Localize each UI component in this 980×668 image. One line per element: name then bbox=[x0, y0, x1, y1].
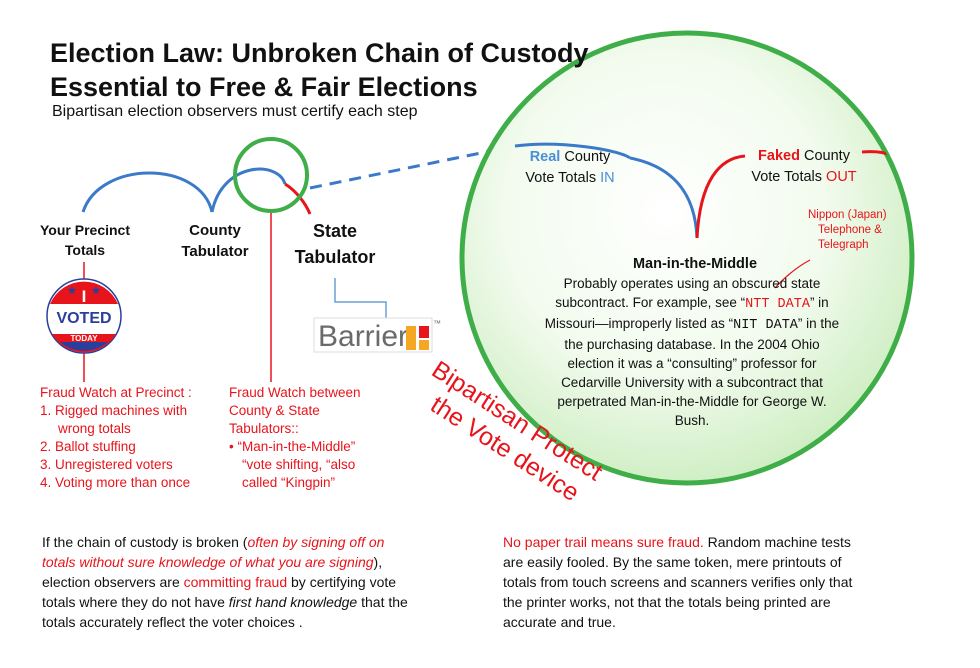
bl-red-italic: totals without sure knowledge of what yo… bbox=[42, 554, 374, 570]
mitm-para-line: Cedarville University with a subcontract… bbox=[561, 375, 823, 390]
br-text: the printer works, not that the totals b… bbox=[503, 594, 831, 610]
fraud-county-heading: Fraud Watch between bbox=[229, 385, 361, 400]
arc-precinct-to-county bbox=[81, 171, 214, 213]
fraud-precinct-item: 4. Voting more than once bbox=[40, 475, 191, 490]
mitm-text: Missouri—improperly listed as “ bbox=[544, 316, 734, 331]
barrier-logo: Barrier ™ bbox=[313, 317, 441, 353]
ntt-line: Telephone & bbox=[818, 224, 882, 236]
faked-out-word: OUT bbox=[826, 169, 857, 185]
state-to-barrier-connector bbox=[334, 278, 387, 318]
bl-red-text: committing fraud bbox=[183, 574, 288, 590]
real-county-word: County bbox=[560, 149, 611, 165]
real-vote-totals: Vote Totals bbox=[525, 170, 601, 186]
mitm-para-line: Probably operates using an obscured stat… bbox=[563, 276, 821, 291]
fraud-county-heading: Tabulators:: bbox=[229, 421, 299, 436]
faked-vote-arc bbox=[695, 154, 746, 239]
fraud-county-bullet: “vote shifting, “also bbox=[242, 457, 356, 472]
badge-bottom-text: TODAY bbox=[70, 334, 98, 343]
bl-text: election observers are bbox=[42, 574, 184, 590]
ntt-line: Telegraph bbox=[818, 239, 869, 251]
real-county-arc bbox=[514, 142, 631, 160]
mitm-para-line: subcontract. For example, see “NTT DATA”… bbox=[512, 293, 872, 314]
badge-main-text: VOTED bbox=[56, 310, 111, 327]
bl-text: totals where they do not have bbox=[42, 594, 229, 610]
fraud-county-bullet: called “Kingpin” bbox=[242, 475, 336, 490]
bl-text: that the bbox=[357, 594, 408, 610]
ntt-annotation: Nippon (Japan) Telephone & Telegraph bbox=[808, 208, 887, 253]
faked-vote-totals: Vote Totals bbox=[751, 169, 827, 185]
real-vote-arc-down bbox=[629, 156, 699, 239]
barrier-logo-text: Barrier bbox=[318, 320, 408, 353]
bl-red-italic: often by signing off on bbox=[247, 534, 385, 550]
barrier-tm: ™ bbox=[433, 319, 441, 328]
mitm-para-line: the purchasing database. In the 2004 Ohi… bbox=[564, 337, 820, 352]
mitm-title: Man-in-the-Middle bbox=[632, 256, 758, 272]
precinct-label-line1: Your Precinct bbox=[40, 222, 130, 238]
ntt-line: Nippon (Japan) bbox=[808, 209, 887, 221]
state-tabulator-label: State Tabulator bbox=[280, 218, 390, 270]
magnifier-dashed-line bbox=[309, 144, 516, 190]
page-subtitle: Bipartisan election observers must certi… bbox=[52, 103, 418, 120]
bottom-left-paragraph: If the chain of custody is broken (often… bbox=[42, 532, 492, 632]
mitm-para-line: perpetrated Man-in-the-Middle for George… bbox=[557, 394, 827, 409]
br-text: are easily fooled. By the same token, me… bbox=[503, 554, 842, 570]
title-line-2: Essential to Free & Fair Elections bbox=[50, 72, 478, 102]
page-title: Election Law: Unbroken Chain of Custody … bbox=[50, 36, 589, 104]
br-text: Random machine tests bbox=[703, 534, 851, 550]
ntt-data-text: NTT DATA bbox=[745, 297, 810, 312]
county-label-line1: County bbox=[189, 222, 241, 239]
fraud-county-bullet: • “Man-in-the-Middle” bbox=[229, 439, 356, 454]
ntt-pointer-line bbox=[774, 259, 811, 289]
arc-county-to-state-blue bbox=[210, 167, 287, 213]
i-voted-badge-icon: I VOTED TODAY bbox=[46, 278, 122, 354]
title-line-1: Election Law: Unbroken Chain of Custody bbox=[50, 38, 589, 68]
precinct-label: Your Precinct Totals bbox=[30, 220, 140, 260]
nit-data-text: NIT DATA bbox=[733, 318, 798, 333]
bl-italic: first hand knowledge bbox=[228, 594, 358, 610]
real-county-label: Real County Vote Totals IN bbox=[510, 147, 630, 189]
fraud-precinct-item: 1. Rigged machines with bbox=[40, 403, 188, 418]
br-text: accurate and true. bbox=[503, 614, 616, 630]
magnifier-small-circle bbox=[233, 137, 309, 213]
fraud-precinct-item: 2. Ballot stuffing bbox=[40, 439, 136, 454]
county-tabulator-label: County Tabulator bbox=[160, 220, 270, 262]
mitm-paragraph: Probably operates using an obscured stat… bbox=[512, 274, 872, 430]
faked-county-word: County bbox=[799, 148, 850, 164]
fraud-precinct-item: 3. Unregistered voters bbox=[40, 457, 173, 472]
fraud-precinct-item: wrong totals bbox=[58, 421, 131, 436]
mitm-text: subcontract. For example, see “ bbox=[555, 295, 746, 310]
faked-word: Faked bbox=[758, 148, 800, 164]
badge-top-text: I bbox=[82, 287, 87, 306]
br-text: totals from touch screens and scanners v… bbox=[503, 574, 853, 590]
fraud-watch-precinct: Fraud Watch at Precinct : 1. Rigged mach… bbox=[40, 384, 230, 492]
fraud-precinct-heading: Fraud Watch at Precinct : bbox=[40, 385, 192, 400]
real-word: Real bbox=[529, 149, 561, 165]
br-red-text: No paper trail means sure fraud. bbox=[503, 534, 704, 550]
mitm-para-line: election it was a “consulting” professor… bbox=[567, 356, 817, 371]
state-label-line1: State bbox=[312, 221, 357, 241]
mitm-text: ” in bbox=[809, 295, 829, 310]
mitm-text: ” in the bbox=[797, 316, 840, 331]
bl-text: totals accurately reflect the voter choi… bbox=[42, 614, 303, 630]
bl-text: ), bbox=[373, 554, 383, 570]
mitm-para-line: Missouri—improperly listed as “NIT DATA”… bbox=[512, 314, 872, 335]
real-in-word: IN bbox=[600, 170, 615, 186]
bl-text: If the chain of custody is broken ( bbox=[42, 534, 248, 550]
precinct-label-line2: Totals bbox=[64, 242, 106, 258]
mitm-para-line: Bush. bbox=[674, 413, 710, 428]
state-label-line2: Tabulator bbox=[294, 247, 376, 267]
fraud-watch-county-state: Fraud Watch between County & State Tabul… bbox=[229, 384, 399, 492]
bl-text: by certifying vote bbox=[287, 574, 397, 590]
faked-county-label: Faked County Vote Totals OUT bbox=[742, 146, 866, 188]
fraud-county-heading: County & State bbox=[229, 403, 320, 418]
bottom-right-paragraph: No paper trail means sure fraud. Random … bbox=[503, 532, 953, 632]
county-label-line2: Tabulator bbox=[181, 243, 249, 260]
